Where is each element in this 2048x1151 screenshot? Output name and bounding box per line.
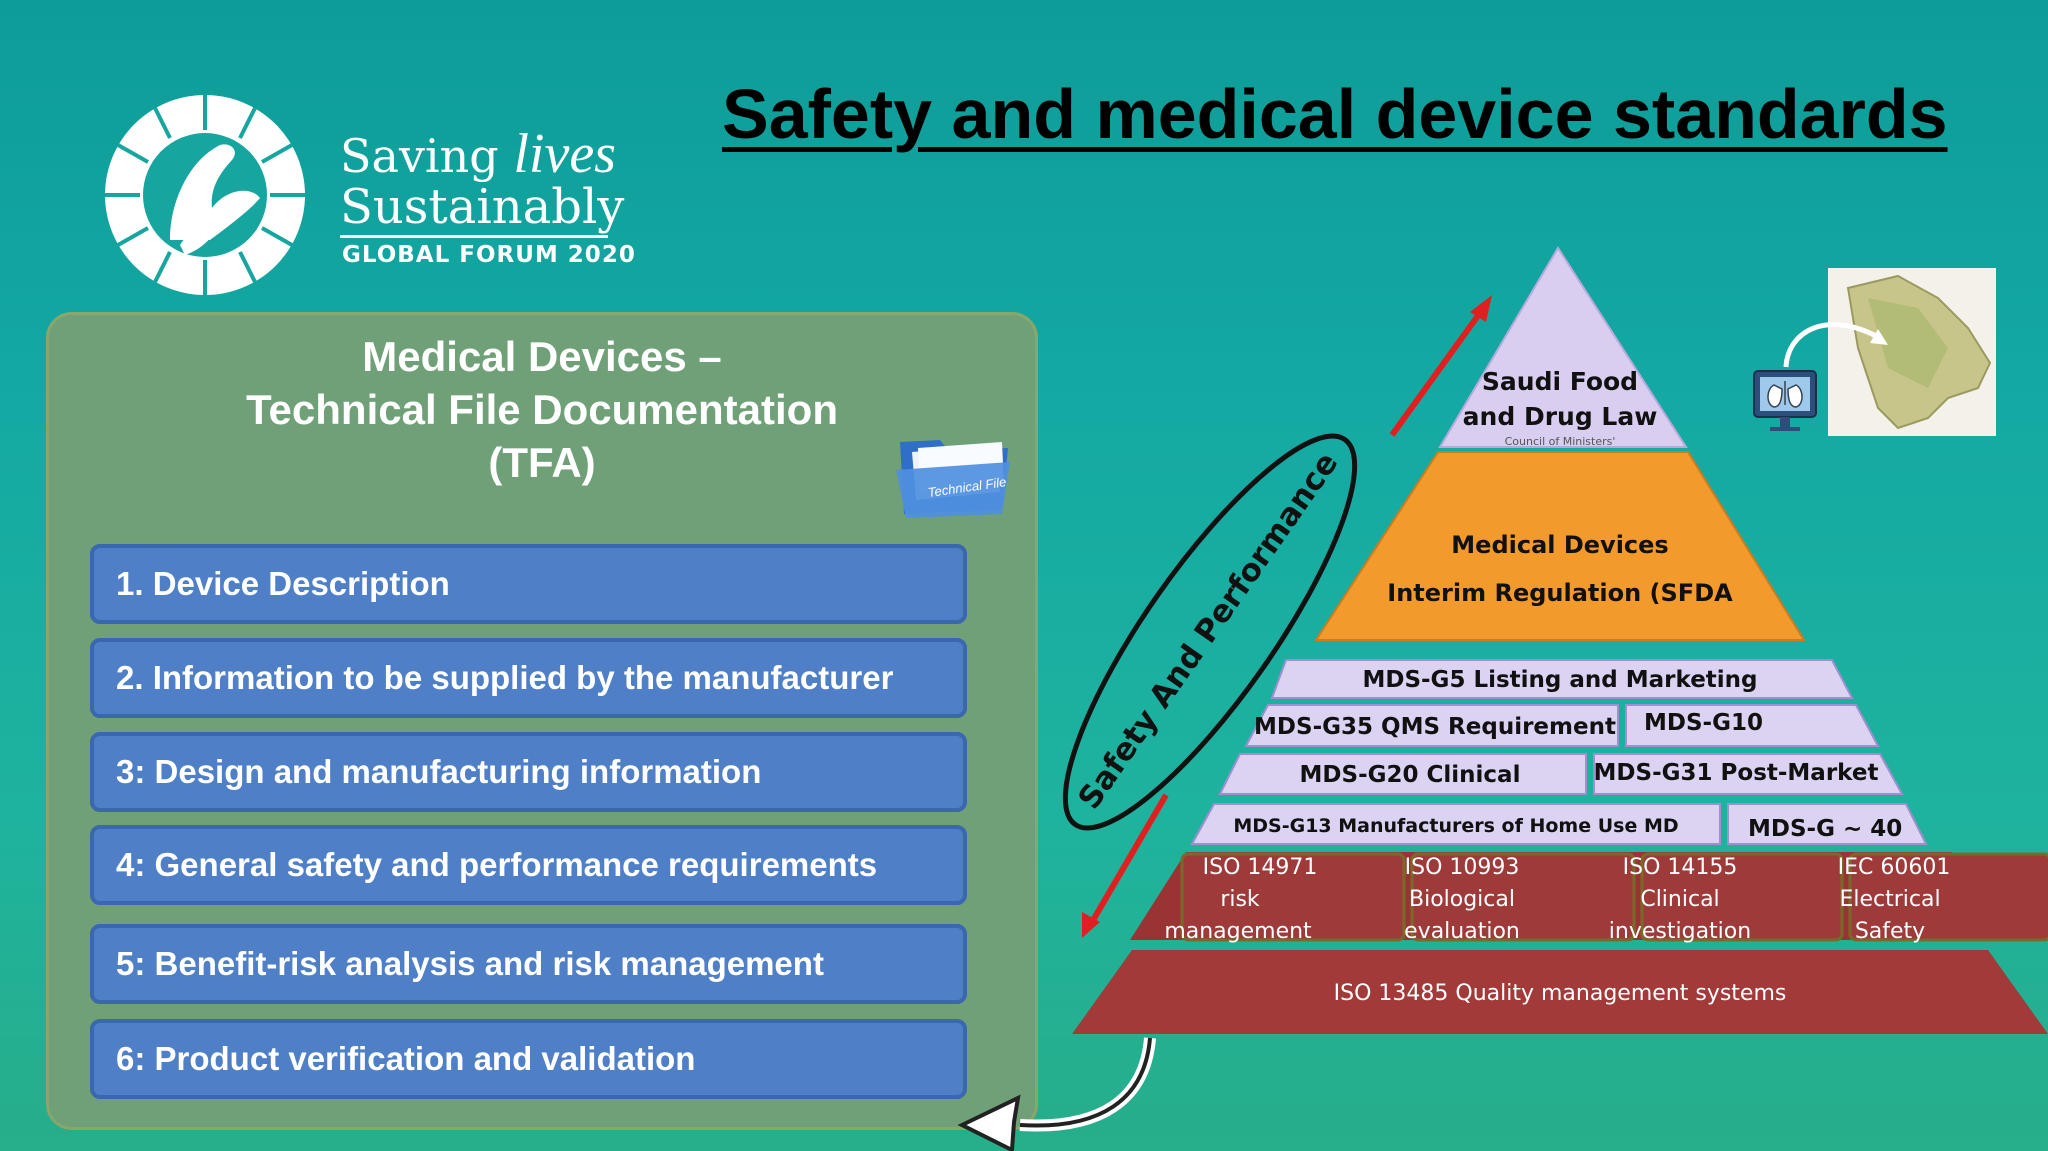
standards-pyramid: Saudi Food and Drug Law Council of Minis…	[1062, 246, 2048, 1034]
panel-title: Medical Devices – Technical File Documen…	[150, 330, 934, 489]
mds-g20-label: MDS-G20 Clinical	[1300, 762, 1521, 788]
iec-60601-line-3: Safety	[1855, 919, 1925, 944]
logo-word-saving: Saving	[340, 129, 499, 183]
mds-g10-box	[1625, 704, 1880, 747]
tfa-item-manufacturer-information[interactable]: 2. Information to be supplied by the man…	[90, 638, 967, 718]
curved-arrow-icon	[957, 1037, 1156, 1151]
pyramid-top-line-2: and Drug Law	[1463, 402, 1658, 431]
mds-g13-label: MDS-G13 Manufacturers of Home Use MD	[1233, 815, 1678, 837]
iso-14971-line-1: ISO 14971	[1203, 855, 1318, 880]
pyramid-regulation-tier	[1314, 451, 1806, 641]
pyramid-top-caption: Council of Ministers'	[1505, 435, 1616, 448]
tfa-item-design-manufacturing[interactable]: 3: Design and manufacturing information	[90, 732, 967, 812]
iso-14971-box	[1180, 852, 1406, 942]
panel-title-line-3: (TFA)	[488, 439, 596, 486]
curved-link-arrow-icon	[1783, 322, 1888, 368]
iso-10993-box	[1410, 852, 1636, 942]
saudi-map-icon	[1828, 268, 1996, 436]
arrow-down-line	[1089, 793, 1169, 924]
mds-g35-box	[1244, 704, 1619, 747]
pyramid-base-label: ISO 13485 Quality management systems	[1334, 981, 1787, 1006]
iso-14155-line-3: investigation	[1609, 919, 1751, 944]
logo-text: Saving lives Sustainably	[340, 126, 625, 235]
arrow-up-icon	[1470, 295, 1492, 322]
mds-g5-label: MDS-G5 Listing and Marketing	[1362, 667, 1757, 693]
tfa-item-verification-validation[interactable]: 6: Product verification and validation	[90, 1019, 967, 1099]
mds-g5-box	[1270, 659, 1854, 699]
logo-word-sustainably: Sustainably	[340, 179, 625, 235]
pyramid-top-tier	[1438, 246, 1688, 448]
panel-title-line-1: Medical Devices –	[362, 333, 722, 380]
arrow-up-line	[1389, 308, 1485, 437]
mds-g40-label: MDS-G ~ 40	[1748, 816, 1902, 842]
pyramid-base-tier	[1072, 950, 2048, 1034]
saving-lives-logo-icon	[105, 95, 305, 295]
tfa-item-benefit-risk[interactable]: 5: Benefit-risk analysis and risk manage…	[90, 924, 967, 1004]
iso-14155-line-2: Clinical	[1640, 887, 1719, 912]
panel-title-line-2: Technical File Documentation	[246, 386, 838, 433]
iso-14155-line-1: ISO 14155	[1623, 855, 1738, 880]
mds-g31-label: MDS-G31 Post-Market	[1594, 760, 1879, 786]
tfa-item-safety-performance[interactable]: 4: General safety and performance requir…	[90, 825, 967, 905]
mds-g10-label: MDS-G10	[1644, 710, 1763, 736]
iec-60601-line-2: Electrical	[1839, 887, 1940, 912]
iso-10993-line-2: Biological	[1409, 887, 1515, 912]
tfa-item-device-description[interactable]: 1. Device Description	[90, 544, 967, 624]
iso-14971-line-2: risk	[1220, 887, 1260, 912]
iec-60601-line-1: IEC 60601	[1838, 855, 1951, 880]
pyramid-middle-line-1: Medical Devices	[1451, 531, 1668, 559]
iso-10993-line-3: evaluation	[1404, 919, 1520, 944]
pyramid-middle-line-2: Interim Regulation (SFDA	[1387, 579, 1733, 607]
mds-g40-box	[1727, 803, 1928, 845]
mds-g20-box	[1218, 753, 1587, 795]
mds-g13-box	[1190, 803, 1721, 845]
logo-word-lives: lives	[513, 123, 616, 185]
slide-title: Safety and medical device standards	[722, 75, 1948, 153]
mds-g35-label: MDS-G35 QMS Requirement	[1254, 714, 1616, 740]
iso-14971-line-3: management	[1164, 919, 1312, 944]
logo-divider	[340, 235, 608, 238]
technical-file-folder-icon: Technical File	[896, 440, 1010, 518]
iso-10993-line-1: ISO 10993	[1405, 855, 1520, 880]
lung-xray-monitor-icon	[1753, 370, 1817, 431]
iso-14155-box	[1640, 852, 1844, 942]
arrow-down-icon	[1082, 912, 1100, 938]
mds-g31-box	[1593, 753, 1904, 795]
iec-60601-box	[1848, 852, 2048, 942]
logo-forum-label: GLOBAL FORUM 2020	[342, 242, 636, 268]
pyramid-top-line-1: Saudi Food	[1482, 367, 1638, 396]
safety-performance-ellipse	[1062, 433, 1358, 831]
